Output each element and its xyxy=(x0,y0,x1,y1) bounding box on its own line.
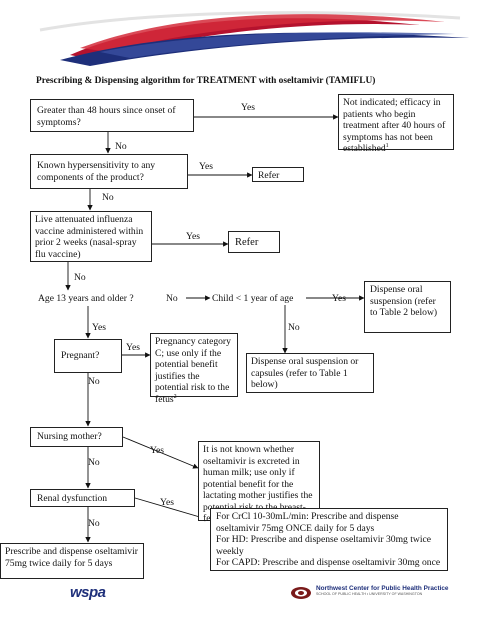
label-yes-renal: Yes xyxy=(160,497,174,508)
question-age-13: Age 13 years and older ? xyxy=(38,293,134,304)
final-prescribe-box: Prescribe and dispense oseltamivir 75mg … xyxy=(0,543,144,579)
header-banner xyxy=(39,11,470,66)
label-yes-age: Yes xyxy=(92,322,106,333)
banner-blue-wave xyxy=(60,32,470,66)
banner-blue-wave-2 xyxy=(100,32,455,58)
algorithm-title: Prescribing & Dispensing algorithm for T… xyxy=(36,76,376,86)
dispense-oral-or-capsules: Dispense oral suspension or capsules (re… xyxy=(246,353,374,393)
pregnancy-category-box: Pregnancy category C; use only if the po… xyxy=(150,333,238,405)
renal-line-capd: For CAPD: Prescribe and dispense oseltam… xyxy=(216,557,441,570)
renal-dosing-box: For CrCl 10-30mL/min: Prescribe and disp… xyxy=(210,508,448,571)
question-child-under-1: Child < 1 year of age xyxy=(212,293,294,304)
renal-line-crcl: For CrCl 10-30mL/min: Prescribe and disp… xyxy=(216,511,399,534)
label-no-hyper: No xyxy=(102,192,114,203)
nursing-warning-box: It is not known whether oseltamivir is e… xyxy=(198,441,320,524)
label-no-q48: No xyxy=(115,141,127,152)
label-no-pregnant: No xyxy=(88,376,100,387)
renal-line-hd: For HD: Prescribe and dispense oseltamiv… xyxy=(216,534,432,557)
label-no-child: No xyxy=(288,322,300,333)
dispense-oral-suspension: Dispense oral suspension (refer to Table… xyxy=(364,281,451,333)
question-48-hours: Greater than 48 hours since onset of sym… xyxy=(30,99,194,132)
label-no-age: No xyxy=(166,293,178,304)
question-nursing-mother: Nursing mother? xyxy=(30,427,123,447)
wspa-logo: wspa xyxy=(70,584,106,601)
nwc-emblem-icon xyxy=(291,587,311,599)
arrow-nursing-yes xyxy=(122,436,199,469)
label-yes-q48: Yes xyxy=(241,102,255,113)
banner-white-stroke xyxy=(39,11,461,32)
label-yes-live: Yes xyxy=(186,231,200,242)
question-live-vaccine: Live attenuated influenza vaccine admini… xyxy=(30,211,152,262)
question-hypersensitivity: Known hypersensitivity to any components… xyxy=(30,154,188,189)
refer-box-2: Refer xyxy=(228,231,280,253)
label-yes-child: Yes xyxy=(332,293,346,304)
label-yes-hyper: Yes xyxy=(199,161,213,172)
not-indicated-box: Not indicated; efficacy in patients who … xyxy=(338,94,454,154)
label-no-live: No xyxy=(74,272,86,283)
label-no-renal: No xyxy=(88,518,100,529)
label-yes-nursing: Yes xyxy=(150,445,164,456)
nwc-logo: Northwest Center for Public Health Pract… xyxy=(316,585,449,596)
question-pregnant: Pregnant? xyxy=(54,339,122,373)
refer-box-1: Refer xyxy=(252,167,304,182)
label-no-nursing: No xyxy=(88,457,100,468)
arrow-renal-yes xyxy=(134,497,211,522)
label-yes-pregnant: Yes xyxy=(126,342,140,353)
question-renal-dysfunction: Renal dysfunction xyxy=(30,489,135,507)
